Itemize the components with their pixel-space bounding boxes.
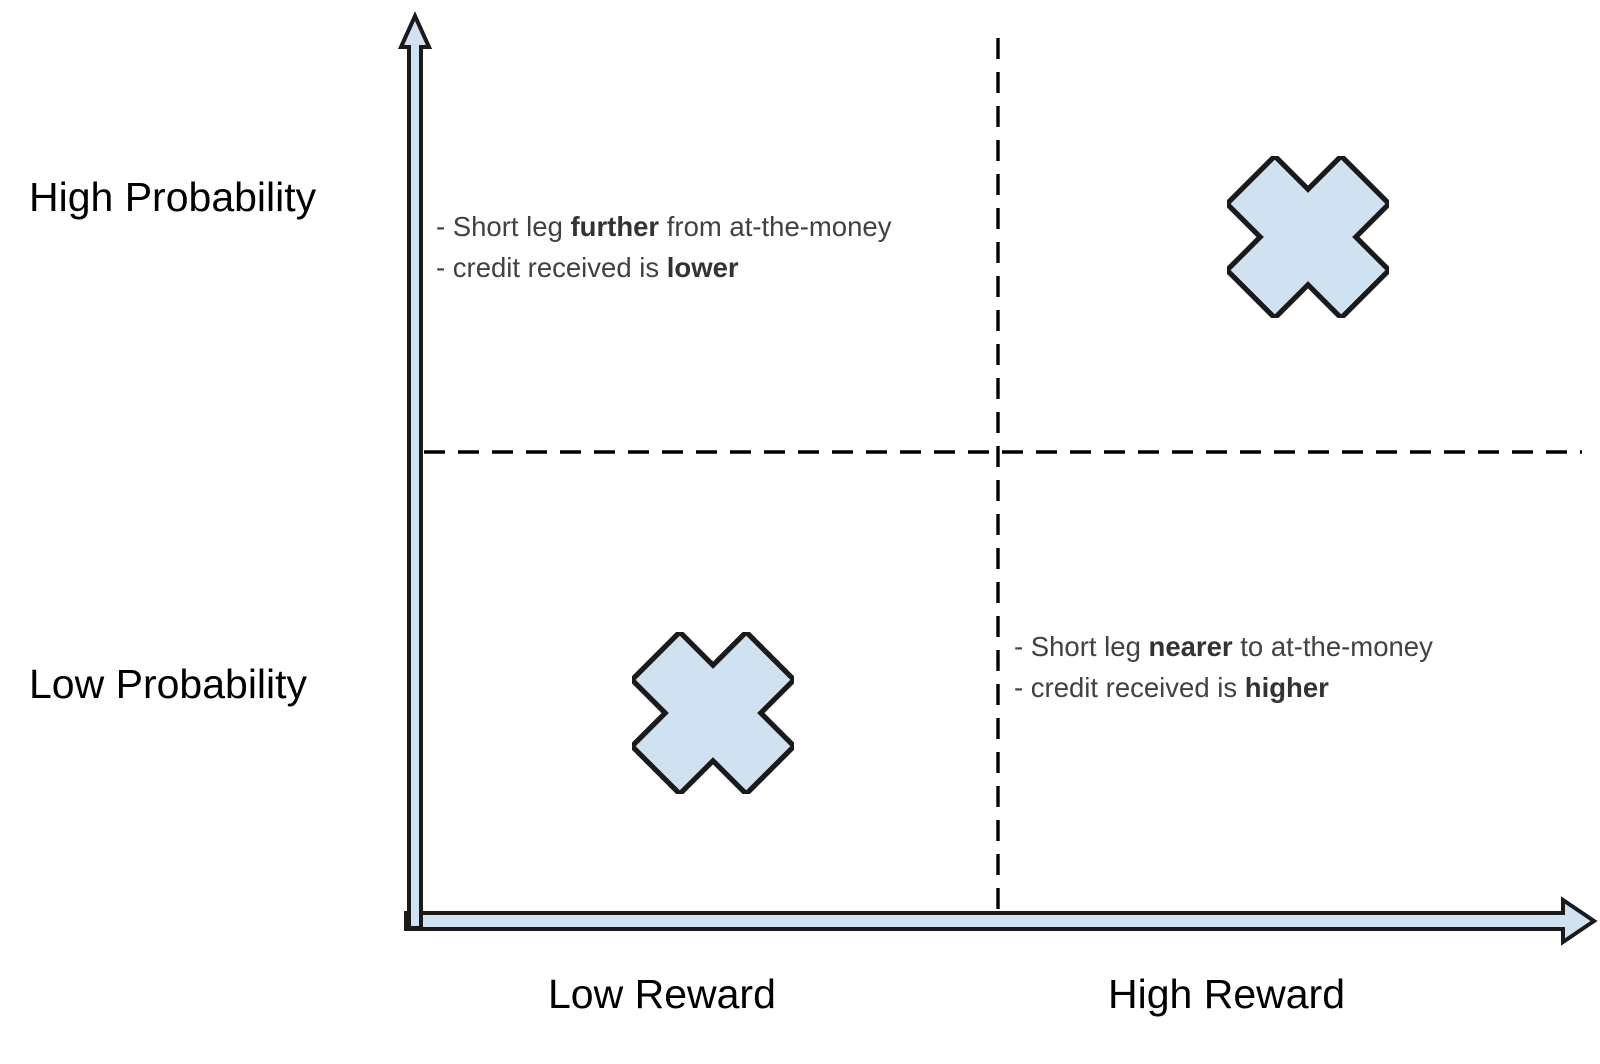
annotation-text-prefix: - credit received is: [1014, 672, 1245, 703]
annotation-high-probability-low-reward: - Short leg further from at-the-money - …: [436, 206, 891, 288]
annotation-text-emphasis: nearer: [1148, 631, 1233, 662]
marker-low-probability-low-reward[interactable]: [632, 632, 794, 794]
marker-high-probability-high-reward[interactable]: [1227, 156, 1389, 318]
annotation-low-probability-high-reward: - Short leg nearer to at-the-money - cre…: [1014, 626, 1433, 708]
annotation-text-prefix: - credit received is: [436, 252, 667, 283]
annotation-text-prefix: - Short leg: [436, 211, 571, 242]
annotation-text-emphasis: lower: [666, 252, 739, 283]
y-axis-low-label: Low Probability: [29, 661, 308, 707]
annotation-text-emphasis: further: [570, 211, 660, 242]
y-axis-arrow: [397, 11, 433, 930]
x-axis-high-label: High Reward: [1108, 971, 1345, 1017]
annotation-line: - credit received is lower: [436, 247, 891, 288]
annotation-text-suffix: from at-the-money: [659, 211, 892, 242]
annotation-line: - Short leg further from at-the-money: [436, 206, 891, 247]
annotation-line: - credit received is higher: [1014, 667, 1433, 708]
y-axis-high-label: High Probability: [29, 174, 317, 220]
annotation-text-prefix: - Short leg: [1014, 631, 1149, 662]
annotation-text-suffix: to at-the-money: [1232, 631, 1433, 662]
annotation-text-emphasis: higher: [1244, 672, 1329, 703]
cross-x-shape: [1227, 156, 1389, 318]
x-axis-low-label: Low Reward: [548, 971, 776, 1017]
annotation-line: - Short leg nearer to at-the-money: [1014, 626, 1433, 667]
cross-x-shape: [632, 632, 794, 794]
x-axis-arrow: [404, 896, 1598, 946]
